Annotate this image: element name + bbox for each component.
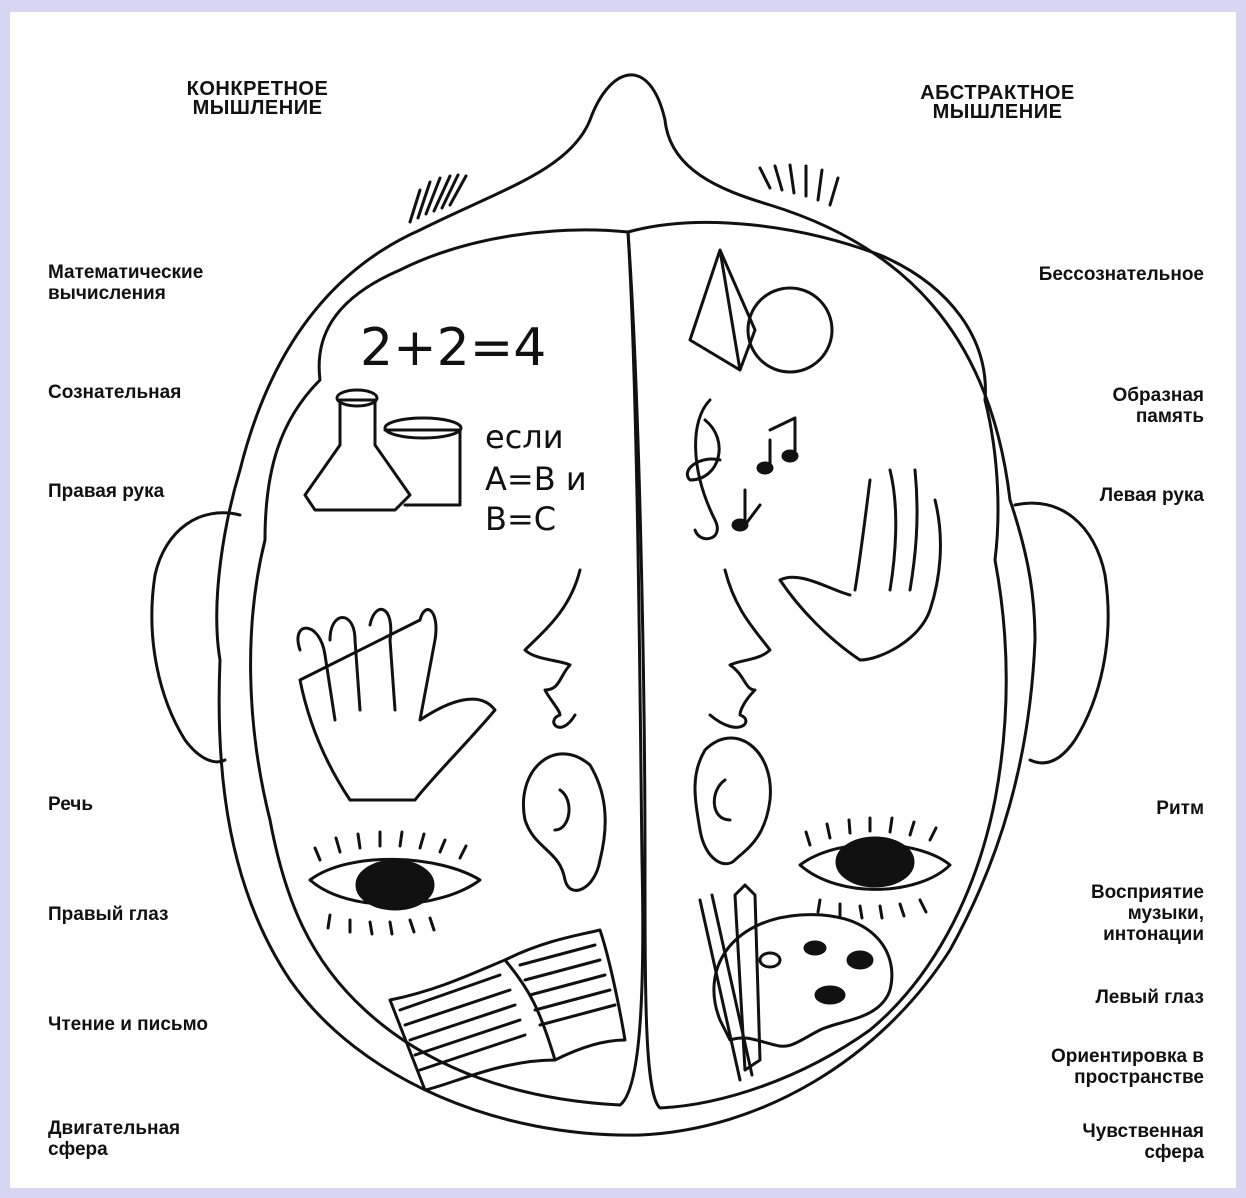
right-ear [1015, 503, 1108, 763]
label-math: Математические вычисления [48, 262, 203, 304]
right-eye-icon [310, 832, 480, 934]
label-spatial: Ориентировка в пространстве [1051, 1046, 1204, 1088]
pyramid-icon [690, 250, 755, 370]
condition-ab-text: A=B и [485, 460, 587, 498]
label-imagery-memory: Образная память [1113, 385, 1205, 427]
left-eye-icon [800, 818, 950, 918]
label-sensory: Чувственная сфера [1082, 1121, 1204, 1163]
left-hand-icon [780, 470, 940, 660]
label-speech: Речь [48, 794, 93, 815]
book-icon [390, 930, 625, 1090]
left-profile-icon [525, 570, 580, 727]
right-hand-icon [298, 609, 495, 800]
left-ear [152, 513, 240, 762]
hair-right [760, 165, 838, 205]
label-reading-writing: Чтение и письмо [48, 1014, 208, 1035]
label-left-hand: Левая рука [1100, 485, 1204, 506]
label-conscious: Сознательная [48, 382, 181, 403]
music-notes-icon [687, 400, 797, 539]
hair-left [410, 175, 466, 222]
right-heading: АБСТРАКТНОЕ МЫШЛЕНИЕ [900, 84, 1095, 122]
sphere-icon [748, 288, 832, 372]
left-heading: КОНКРЕТНОЕ МЫШЛЕНИЕ [170, 80, 345, 118]
equation-text: 2+2=4 [360, 318, 546, 378]
brain-right-outline [628, 222, 1006, 1108]
flask-icon [305, 390, 461, 510]
label-left-eye: Левый глаз [1095, 987, 1204, 1008]
label-unconscious: Бессознательное [1039, 264, 1204, 285]
condition-bc-text: B=C [485, 500, 556, 538]
label-music-perception: Восприятие музыки, интонации [1091, 882, 1204, 945]
head-outline [217, 75, 1035, 1135]
label-right-hand: Правая рука [48, 481, 164, 502]
right-profile-icon [710, 570, 770, 727]
palette-icon [700, 885, 892, 1080]
label-motor: Двигательная сфера [48, 1118, 180, 1160]
label-right-eye: Правый глаз [48, 904, 168, 925]
left-ear-icon [523, 754, 605, 891]
right-ear-icon [695, 738, 770, 864]
label-rhythm: Ритм [1156, 798, 1204, 819]
condition-if-text: если [485, 418, 564, 456]
